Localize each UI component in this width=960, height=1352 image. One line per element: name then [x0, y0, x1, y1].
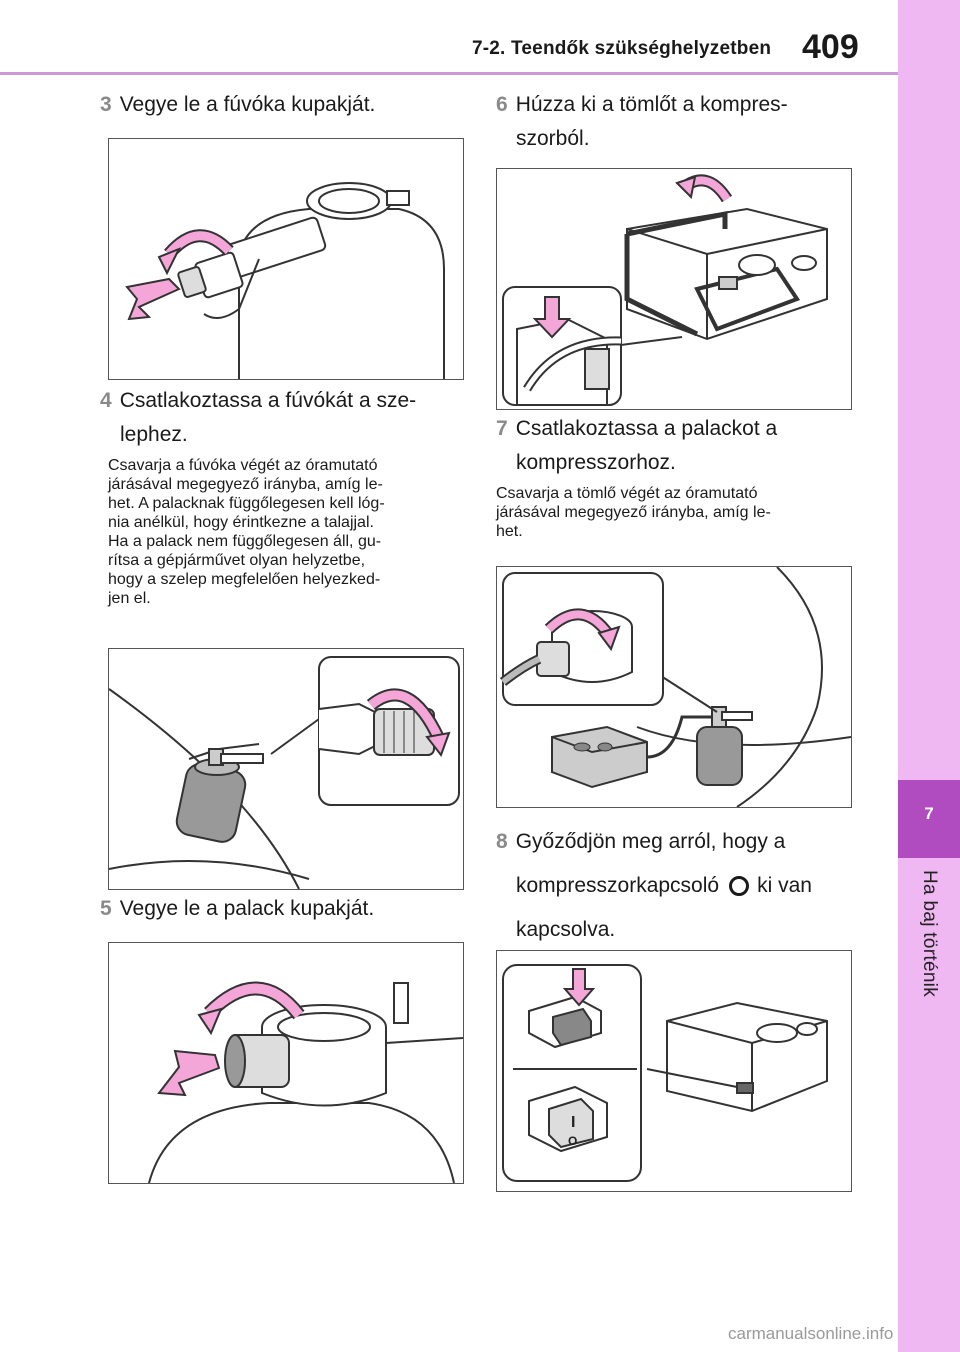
step-number: 5: [100, 897, 112, 920]
step-3: 3 Vegye le a fúvóka kupakját.: [100, 88, 375, 122]
watermark: carmanualsonline.info: [728, 1324, 894, 1343]
step-text: Csatlakoztassa a fúvókát a sze-: [119, 389, 417, 412]
chapter-number: 7: [924, 804, 934, 823]
note-line: het.: [496, 523, 523, 540]
switch-on-label: I: [571, 1114, 575, 1131]
step-text: Győződjön meg arról, hogy a: [515, 830, 786, 853]
chapter-box: [898, 780, 960, 858]
figure-nozzle-valve: [108, 648, 464, 890]
figure-bottle-compressor: [496, 566, 852, 808]
step-text-after-icon: ki van: [757, 874, 812, 897]
note-line: Csavarja a tömlő végét az óramutató: [496, 485, 758, 502]
note-line: rítsa a gépjárművet olyan helyzetbe,: [108, 552, 366, 569]
step-text: kompresszorkapcsoló ki van: [496, 864, 812, 908]
step-number: 8: [496, 830, 508, 853]
step-4-note: Csavarja a fúvóka végét az óramutató jár…: [108, 456, 385, 608]
note-line: het. A palacknak függőlegesen kell lóg-: [108, 495, 385, 512]
switch-off-label: O: [568, 1134, 577, 1148]
note-line: hogy a szelep megfelelően helyezked-: [108, 571, 381, 588]
side-tab: [898, 0, 960, 1352]
step-text: lephez.: [120, 423, 188, 446]
step-text: Csatlakoztassa a palackot a: [515, 417, 778, 440]
note-line: Csavarja a fúvóka végét az óramutató: [108, 457, 378, 474]
note-line: járásával megegyező irányba, amíg le-: [496, 504, 771, 521]
step-8: 8 Győződjön meg arról, hogy a kompresszor…: [496, 820, 812, 952]
header-rule: [0, 72, 898, 75]
note-line: jen el.: [108, 590, 151, 607]
step-number: 3: [100, 93, 112, 116]
step-text: kapcsolva.: [516, 918, 616, 941]
chapter-title: Ha baj történik: [919, 870, 940, 998]
step-7: 7 Csatlakoztassa a palackot a kompresszor…: [496, 412, 777, 480]
step-7-note: Csavarja a tömlő végét az óramutató járá…: [496, 484, 771, 541]
step-number: 7: [496, 417, 508, 440]
note-line: Ha a palack nem függőlegesen áll, gu-: [108, 533, 382, 550]
step-number: 4: [100, 389, 112, 412]
step-text: kompresszorhoz.: [516, 451, 676, 474]
figure-nozzle-cap: [108, 138, 464, 380]
step-4: 4 Csatlakoztassa a fúvókát a sze- lephez.: [100, 384, 416, 452]
step-text: Vegye le a palack kupakját.: [119, 897, 375, 920]
step-text-before-icon: kompresszorkapcsoló: [516, 874, 720, 897]
step-5: 5 Vegye le a palack kupakját.: [100, 892, 374, 926]
figure-bottle-cap: [108, 942, 464, 1184]
power-switch-icon: [729, 876, 750, 896]
step-text: Húzza ki a tömlőt a kompres-: [515, 93, 788, 116]
figure-hose-compressor: [496, 168, 852, 410]
step-number: 6: [496, 93, 508, 116]
step-text: Vegye le a fúvóka kupakját.: [119, 93, 376, 116]
step-text: szorból.: [516, 127, 590, 150]
note-line: nia anélkül, hogy érintkezne a talajjal.: [108, 514, 374, 531]
note-line: járásával megegyező irányba, amíg le-: [108, 476, 383, 493]
figure-compressor-switch: I O: [496, 950, 852, 1192]
step-6: 6 Húzza ki a tömlőt a kompres- szorból.: [496, 88, 788, 156]
section-title: 7-2. Teendők szükséghelyzetben: [472, 38, 772, 59]
page-number: 409: [802, 28, 859, 66]
